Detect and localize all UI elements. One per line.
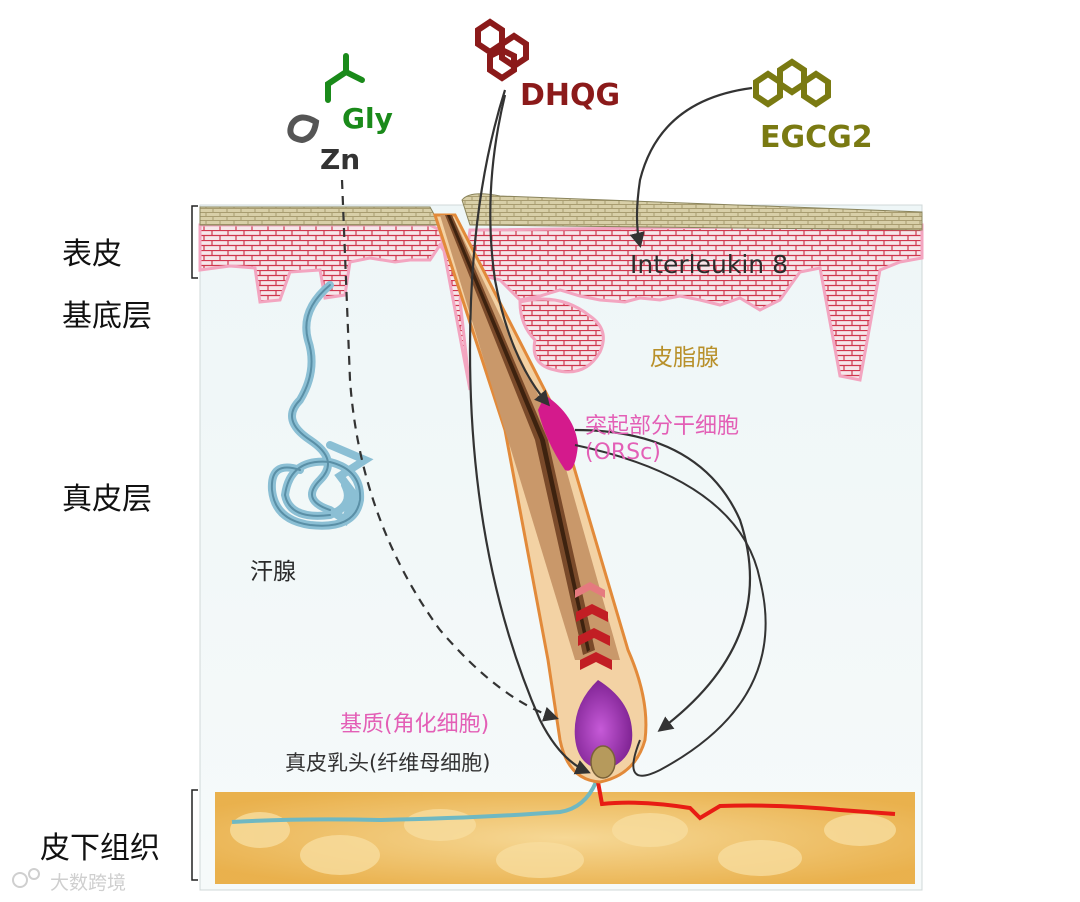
label-matrix: 基质(角化细胞) <box>340 712 490 737</box>
label-epidermis: 表皮 <box>62 237 122 272</box>
label-sebaceous-gland: 皮脂腺 <box>650 345 719 371</box>
label-dermis: 真皮层 <box>62 482 152 517</box>
watermark-icon <box>12 868 40 888</box>
label-dhqg: DHQG <box>520 78 621 113</box>
label-gly: Gly <box>342 102 393 135</box>
gly-icon <box>325 53 365 103</box>
layer-brackets <box>191 205 198 881</box>
epidermis-layer <box>198 193 924 391</box>
growth-chevrons <box>575 582 612 670</box>
sebaceous-gland <box>518 297 605 374</box>
label-dermal-papilla: 真皮乳头(纤维母细胞) <box>285 751 491 775</box>
label-bulge-stem-cells: 突起部分干细胞 <box>585 414 740 439</box>
egcg2-icon <box>753 58 831 108</box>
watermark-text: 大数跨境 <box>50 872 127 894</box>
label-orsc: (ORSc) <box>585 440 661 465</box>
hair-follicle <box>432 213 648 784</box>
label-egcg2: EGCG2 <box>760 120 873 155</box>
zn-icon <box>287 114 320 144</box>
bulge-stem-cells <box>538 395 578 471</box>
red-vessel <box>596 781 896 821</box>
sweat-gland <box>267 281 374 530</box>
label-interleukin: Interleukin 8 <box>630 250 788 279</box>
dermal-papilla <box>590 745 616 779</box>
blue-vessel <box>231 781 598 824</box>
label-basal-layer: 基底层 <box>62 299 152 334</box>
label-subcutis: 皮下组织 <box>40 831 160 866</box>
label-sweat-gland: 汗腺 <box>250 559 296 585</box>
label-zn: Zn <box>320 143 361 176</box>
arrows <box>340 86 767 777</box>
dhqg-icon <box>475 18 529 82</box>
